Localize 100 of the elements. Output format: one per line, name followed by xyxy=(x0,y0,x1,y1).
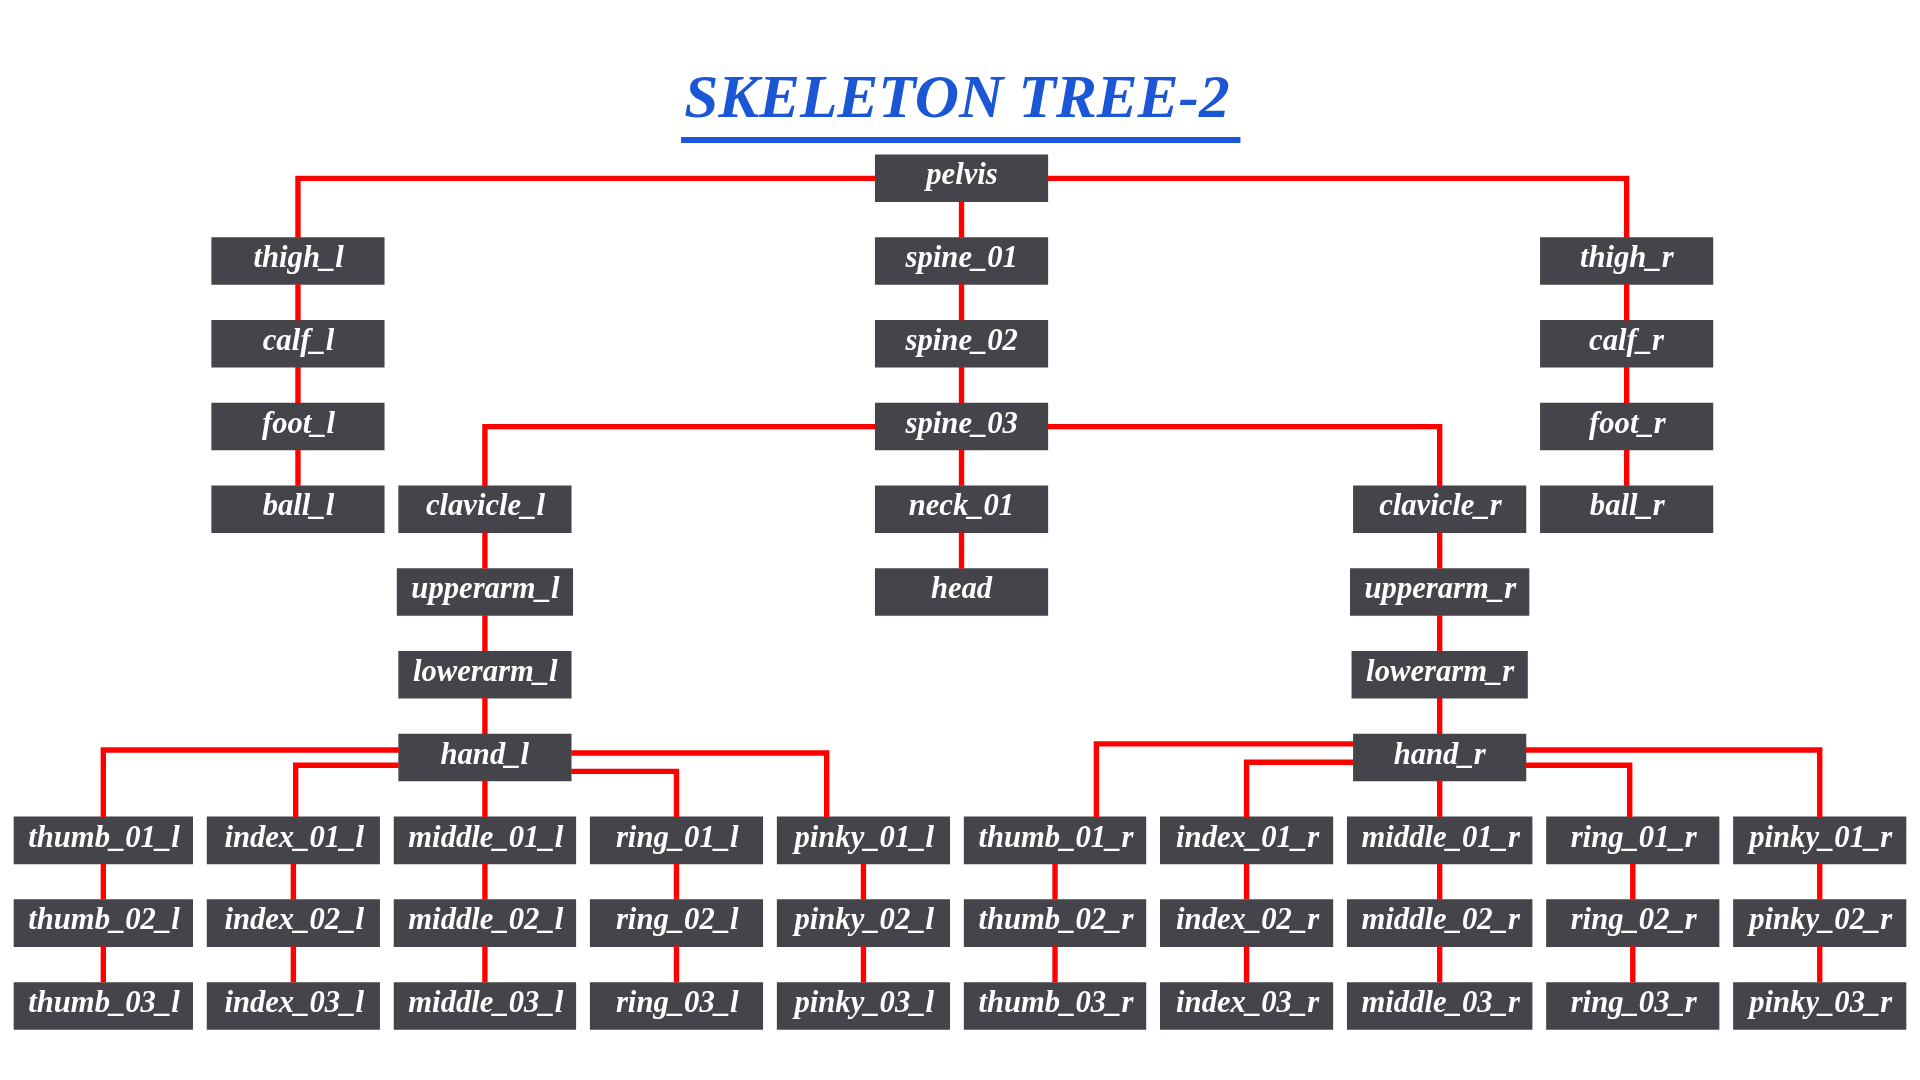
connector xyxy=(100,747,399,818)
connector xyxy=(100,946,106,983)
connector xyxy=(482,780,488,817)
connector xyxy=(295,175,876,239)
connector xyxy=(1243,946,1250,983)
node-box: thigh_r xyxy=(1540,237,1714,285)
node-box: upperarm_l xyxy=(396,568,574,616)
node-box: clavicle_l xyxy=(398,485,572,534)
node-box: head xyxy=(874,568,1049,616)
connector xyxy=(860,946,867,983)
node-box: thumb_03_r xyxy=(963,982,1147,1030)
connector xyxy=(958,284,965,321)
connector xyxy=(482,423,876,487)
connector xyxy=(1052,946,1058,983)
node-box: middle_03_l xyxy=(393,982,577,1030)
node-box: middle_01_l xyxy=(393,816,577,865)
node-box: thumb_02_l xyxy=(13,899,193,947)
node-box: thumb_03_l xyxy=(13,982,193,1030)
node-box: calf_l xyxy=(211,320,385,368)
connector xyxy=(100,863,106,900)
connector xyxy=(293,762,399,817)
connector xyxy=(958,532,965,569)
node-box: thumb_02_r xyxy=(963,899,1147,947)
node-box: pinky_01_r xyxy=(1733,816,1907,865)
node-box: index_02_l xyxy=(206,899,380,947)
connector xyxy=(482,697,488,735)
connector xyxy=(1437,697,1443,735)
node-box: neck_01 xyxy=(874,485,1049,534)
diagram-title: SKELETON TREE-2 xyxy=(684,62,1230,131)
connector xyxy=(482,946,488,983)
node-box: spine_03 xyxy=(874,402,1049,451)
connector xyxy=(1243,759,1354,818)
connector xyxy=(860,863,867,900)
node-box: thumb_01_r xyxy=(963,816,1147,865)
connector xyxy=(482,532,488,569)
connector xyxy=(571,750,830,817)
connector xyxy=(958,201,965,238)
connector xyxy=(482,615,488,652)
node-box: spine_01 xyxy=(874,237,1049,285)
connector xyxy=(295,449,301,486)
connector xyxy=(1093,741,1354,817)
node-box: pinky_02_l xyxy=(776,899,951,947)
node-box: ring_02_r xyxy=(1546,899,1720,947)
connector xyxy=(1630,863,1636,900)
connector xyxy=(1437,615,1443,652)
connector xyxy=(1623,449,1630,486)
node-box: pinky_01_l xyxy=(776,816,951,865)
node-box: index_01_l xyxy=(206,816,380,865)
connector xyxy=(958,366,965,404)
node-box: index_02_r xyxy=(1160,899,1334,947)
node-box: ring_02_l xyxy=(589,899,764,947)
node-box: ring_03_l xyxy=(589,982,764,1030)
node-box: lowerarm_l xyxy=(398,651,572,699)
node-box: pinky_03_r xyxy=(1733,982,1907,1030)
node-box: middle_02_l xyxy=(393,899,577,947)
connector xyxy=(1623,366,1630,404)
node-box: foot_l xyxy=(211,402,385,451)
connector xyxy=(673,863,680,900)
connector xyxy=(1437,863,1443,900)
connector xyxy=(290,863,297,900)
node-box: thigh_l xyxy=(211,237,385,285)
connector xyxy=(1437,780,1443,817)
node-box: ball_r xyxy=(1540,485,1714,534)
node-box: middle_03_r xyxy=(1346,982,1533,1030)
node-box: clavicle_r xyxy=(1353,485,1527,534)
connector xyxy=(1437,946,1443,983)
connector xyxy=(1243,863,1250,900)
connector xyxy=(673,946,680,983)
node-box: middle_02_r xyxy=(1346,899,1533,947)
connector xyxy=(958,449,965,486)
node-box: lowerarm_r xyxy=(1351,651,1528,699)
node-box: spine_02 xyxy=(874,320,1049,368)
connector xyxy=(1525,747,1823,818)
node-box: ring_01_l xyxy=(589,816,764,865)
connector xyxy=(571,768,680,818)
node-box: ball_l xyxy=(211,485,385,534)
connector xyxy=(1525,762,1633,817)
node-box: hand_r xyxy=(1353,733,1527,782)
connector xyxy=(1047,175,1630,239)
connector xyxy=(1817,863,1823,900)
node-box: foot_r xyxy=(1540,402,1714,451)
node-box: ring_03_r xyxy=(1546,982,1720,1030)
connector xyxy=(295,284,301,321)
connector xyxy=(1817,946,1823,983)
node-box: middle_01_r xyxy=(1346,816,1533,865)
node-box: hand_l xyxy=(398,733,572,782)
node-box: index_03_l xyxy=(206,982,380,1030)
connector xyxy=(295,366,301,404)
node-box: pelvis xyxy=(874,154,1049,203)
connector xyxy=(1052,863,1058,900)
connector xyxy=(1437,532,1443,569)
node-box: pinky_03_l xyxy=(776,982,951,1030)
connector xyxy=(482,863,488,900)
node-box: calf_r xyxy=(1540,320,1714,368)
node-box: index_01_r xyxy=(1160,816,1334,865)
node-box: index_03_r xyxy=(1160,982,1334,1030)
node-box: ring_01_r xyxy=(1546,816,1720,865)
connector xyxy=(1630,946,1636,983)
connector xyxy=(1047,423,1443,487)
node-box: thumb_01_l xyxy=(13,816,193,865)
